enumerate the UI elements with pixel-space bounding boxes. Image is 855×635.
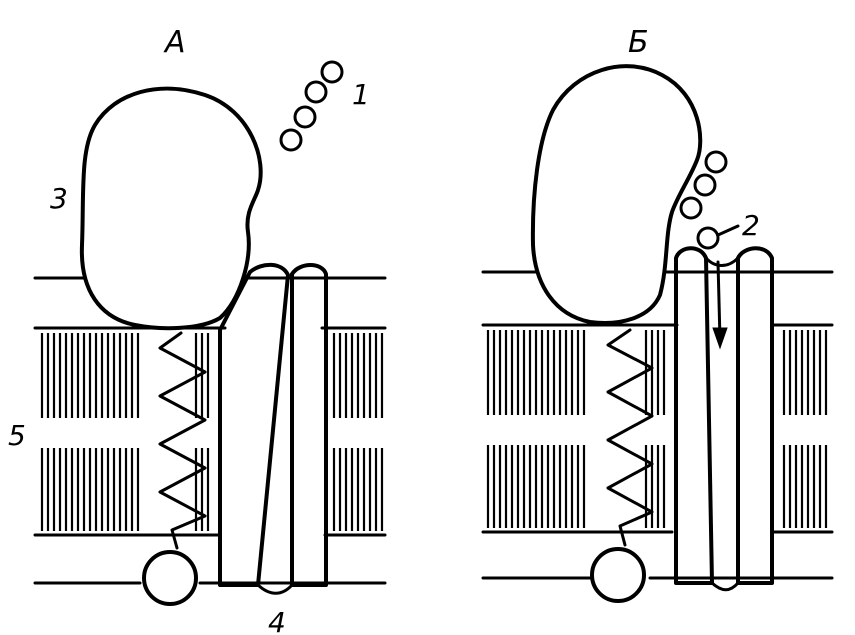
- channel-wall-right: [290, 263, 328, 587]
- channel-wall-right: [736, 246, 774, 585]
- label-molecules: 1: [352, 78, 370, 111]
- channel-wall-left: [218, 262, 290, 587]
- label-membrane: 5: [8, 419, 26, 452]
- spring-linker: [158, 331, 207, 550]
- label-receptor: 3: [50, 182, 68, 215]
- molecule-chain: [279, 60, 344, 152]
- label-bound-molecule: 2: [742, 209, 760, 242]
- panel-a: А: [8, 25, 387, 635]
- label-leader-line: [716, 224, 740, 237]
- molecule: [679, 196, 703, 220]
- lipid-bilayer-right-b: [782, 330, 828, 528]
- bound-molecule: [696, 226, 720, 250]
- panel-b: Б: [481, 25, 834, 603]
- receptor-protein: [530, 64, 703, 325]
- channel-pore-bottom: [710, 581, 740, 592]
- ion-flow-arrow: [712, 260, 728, 350]
- anchor-ball: [142, 550, 198, 606]
- molecule: [304, 80, 328, 104]
- molecule: [320, 60, 344, 84]
- molecule: [293, 105, 317, 129]
- channel-pore-top: [704, 256, 740, 267]
- anchor-ball: [590, 547, 646, 603]
- spring-linker: [606, 328, 654, 547]
- molecule: [704, 150, 728, 174]
- molecule: [279, 128, 303, 152]
- molecule: [693, 173, 717, 197]
- molecule-chain: [679, 150, 728, 250]
- channel-pore-bottom: [256, 583, 294, 595]
- label-channel: 4: [268, 606, 286, 635]
- lipid-bilayer-right-a: [332, 333, 384, 531]
- receptor-protein: [79, 86, 263, 331]
- panel-a-title: А: [163, 25, 186, 60]
- panel-b-title: Б: [628, 25, 649, 60]
- channel-wall-left: [674, 246, 714, 585]
